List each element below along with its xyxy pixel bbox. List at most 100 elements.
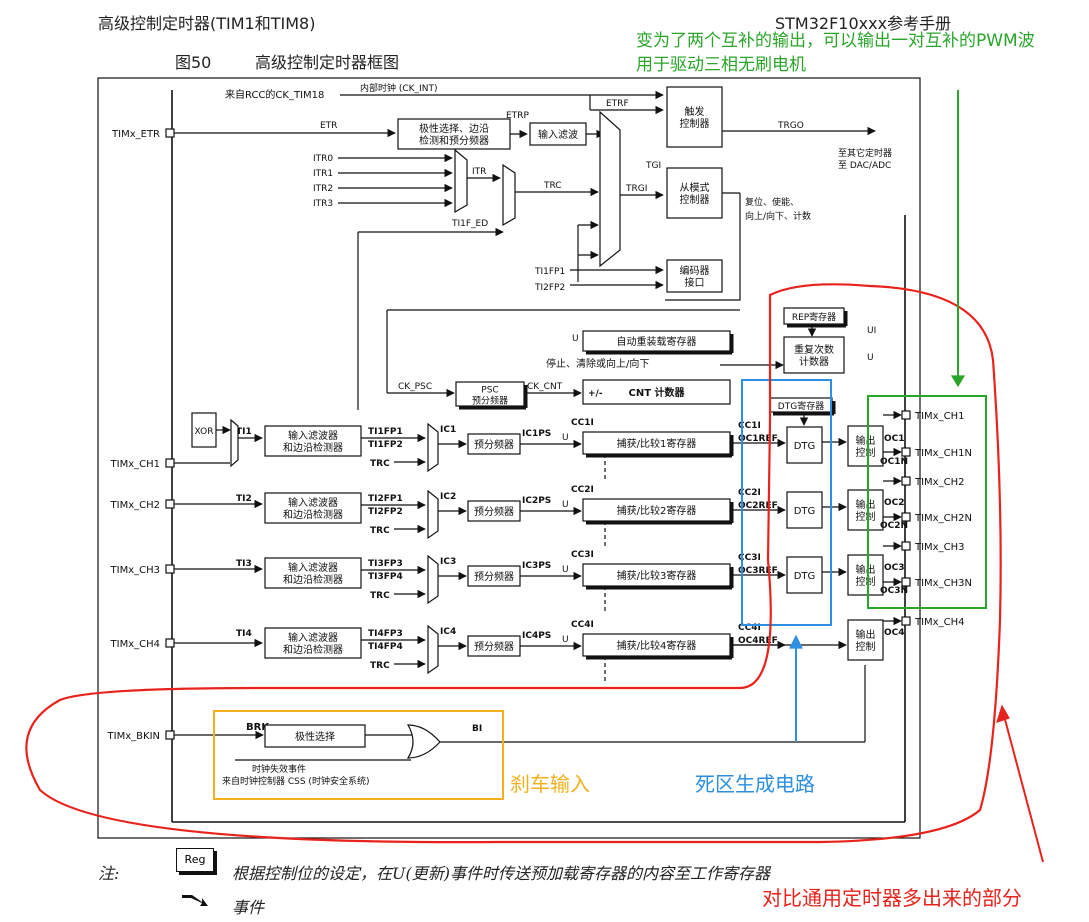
output-control-box-3-label-1: 控制 bbox=[856, 575, 876, 588]
ic-mux-1 bbox=[427, 422, 439, 473]
ic-mux-2 bbox=[427, 489, 439, 540]
u-label-cc1: U bbox=[562, 500, 569, 510]
oc-label-1: OC2 bbox=[884, 498, 905, 508]
tifp-a-label-0: TI1FP1 bbox=[368, 427, 403, 437]
cc-out-label-0: CC1I bbox=[738, 421, 761, 431]
trc-in-label-1: TRC bbox=[370, 526, 390, 536]
header-left: 高级控制定时器(TIM1和TIM8) bbox=[98, 14, 316, 33]
polarity-edge-prescaler-box-label-0: 极性选择、边沿 bbox=[419, 122, 489, 135]
input-filter-edge-box-4-label-1: 和边沿检测器 bbox=[283, 643, 343, 656]
ti1-mux bbox=[230, 418, 239, 468]
input-filter-edge-box-3-label-1: 和边沿检测器 bbox=[283, 573, 343, 586]
tgi-label: TGI bbox=[645, 161, 661, 171]
green-annotation-line-1: 变为了两个互补的输出，可以输出一对互补的PWM波 bbox=[636, 31, 1035, 51]
ic-prescaler-box-3-label-0: 预分频器 bbox=[474, 570, 514, 583]
slave-out-label-1: 复位、使能、 bbox=[745, 196, 799, 208]
ti-label-3: TI4 bbox=[236, 629, 252, 639]
event-icon bbox=[180, 890, 210, 910]
cc-out-label-1: CC2I bbox=[738, 488, 761, 498]
input-filter-edge-box-2-label-1: 和边沿检测器 bbox=[283, 508, 343, 521]
cci-label-1: CC2I bbox=[571, 485, 594, 495]
cc-out-label-2: CC3I bbox=[738, 553, 761, 563]
pin-label-ch3: TIMx_CH3 bbox=[110, 565, 160, 576]
dtg-box-3 bbox=[786, 556, 823, 594]
pin-bkin bbox=[165, 730, 175, 740]
trgo-to-dac-label: 至 DAC/ADC bbox=[838, 160, 891, 171]
ic-mux-3 bbox=[427, 554, 439, 605]
capture-compare-register-box-1-label-0: 捕获/比较1寄存器 bbox=[617, 437, 697, 450]
psc-prescaler-box-label-1: 预分频器 bbox=[472, 395, 508, 407]
or-gate bbox=[406, 724, 441, 759]
trc-label: TRC bbox=[543, 181, 562, 191]
tifp-a-label-2: TI3FP3 bbox=[368, 559, 403, 569]
dtg-box-1 bbox=[786, 426, 823, 464]
tifp-a-label-1: TI2FP1 bbox=[368, 494, 403, 504]
auto-reload-register-box-label-0: 自动重装载寄存器 bbox=[617, 335, 697, 348]
oc-label-2: OC3 bbox=[884, 563, 905, 573]
trc-in-label-2: TRC bbox=[370, 591, 390, 601]
dtg-box-2 bbox=[786, 491, 823, 529]
ck-psc-label: CK_PSC bbox=[398, 382, 432, 392]
header-right: STM32F10xxx参考手册 bbox=[775, 14, 952, 33]
trigger-controller-box bbox=[666, 86, 723, 148]
figure-title: 高级控制定时器框图 bbox=[255, 53, 400, 72]
pin-label-ch1: TIMx_CH1 bbox=[110, 459, 160, 470]
rep-counter-box bbox=[783, 336, 845, 374]
out-pin-0 bbox=[901, 410, 911, 420]
pin-label-ch4: TIMx_CH4 bbox=[110, 639, 160, 650]
icps-label-2: IC3PS bbox=[522, 561, 551, 571]
pin-label-ch2: TIMx_CH2 bbox=[110, 500, 160, 511]
ti2fp2-label: TI2FP2 bbox=[534, 283, 565, 293]
icps-label-3: IC4PS bbox=[522, 631, 551, 641]
out-pin-1 bbox=[901, 447, 911, 457]
pin-ch1 bbox=[165, 458, 175, 468]
updown-label: +/- bbox=[588, 389, 603, 399]
trigger-controller-box-label-0: 触发 bbox=[685, 105, 705, 118]
etrf-label: ETRF bbox=[606, 99, 629, 109]
input-filter-edge-box-4-label-0: 输入滤波器 bbox=[288, 631, 338, 644]
u-label-rep: U bbox=[867, 353, 874, 363]
capture-compare-register-box-3-label-0: 捕获/比较3寄存器 bbox=[617, 569, 697, 582]
u-label-arr: U bbox=[572, 334, 579, 344]
u-label-cc0: U bbox=[562, 433, 569, 443]
output-control-box-4-label-0: 输出 bbox=[856, 628, 876, 641]
input-filter-edge-box-2-label-0: 输入滤波器 bbox=[288, 496, 338, 509]
cc-out-label-3: CC4I bbox=[738, 623, 761, 633]
icps-label-0: IC1PS bbox=[522, 429, 551, 439]
slave-outer-link bbox=[665, 193, 741, 301]
extra-parts-label: 对比通用定时器多出来的部分 bbox=[762, 886, 1022, 910]
ic-prescaler-box-4-label-0: 预分频器 bbox=[474, 640, 514, 653]
ic-label-3: IC4 bbox=[440, 627, 456, 637]
rep-register-box-label-0: REP寄存器 bbox=[792, 311, 836, 323]
cci-label-0: CC1I bbox=[571, 418, 594, 428]
red-arrow-head bbox=[996, 704, 1010, 723]
itr-label-3: ITR3 bbox=[313, 199, 333, 209]
brake-input-label: 刹车输入 bbox=[510, 772, 590, 796]
polarity-select-box bbox=[264, 724, 366, 748]
figure-number: 图50 bbox=[175, 53, 212, 72]
tifp-b-label-1: TI2FP2 bbox=[368, 507, 403, 517]
from-rcc-label: 来自RCC的CK_TIM18 bbox=[225, 88, 324, 101]
output-control-box-3 bbox=[847, 554, 884, 596]
oc-label-0: OC1 bbox=[884, 434, 905, 444]
itr-label-1: ITR1 bbox=[313, 169, 333, 179]
ocn-label-2: OC3N bbox=[880, 586, 908, 596]
trgi-mux bbox=[599, 110, 621, 268]
tifp-b-label-3: TI4FP4 bbox=[368, 642, 403, 652]
pin-ch4 bbox=[165, 638, 175, 648]
polarity-edge-prescaler-box bbox=[397, 118, 511, 150]
psc-prescaler-box-label-0: PSC bbox=[481, 386, 498, 396]
icps-label-1: IC2PS bbox=[522, 496, 551, 506]
slave-controller-box bbox=[666, 167, 723, 219]
ti-label-2: TI3 bbox=[236, 559, 252, 569]
ck-cnt-label: CK_CNT bbox=[527, 382, 563, 392]
out-pin-label-4: TIMx_CH3 bbox=[914, 542, 964, 553]
note-event-text: 事件 bbox=[232, 898, 265, 917]
ti-label-0: TI1 bbox=[236, 427, 252, 437]
ic-label-1: IC2 bbox=[440, 492, 456, 502]
rep-counter-box-label-0: 重复次数 bbox=[794, 343, 834, 356]
cnt-counter-box-label-0: CNT 计数器 bbox=[628, 386, 685, 399]
red-arrow bbox=[1002, 711, 1044, 863]
slave-controller-box-label-1: 控制器 bbox=[680, 193, 710, 206]
trc-in-label-0: TRC bbox=[370, 459, 390, 469]
